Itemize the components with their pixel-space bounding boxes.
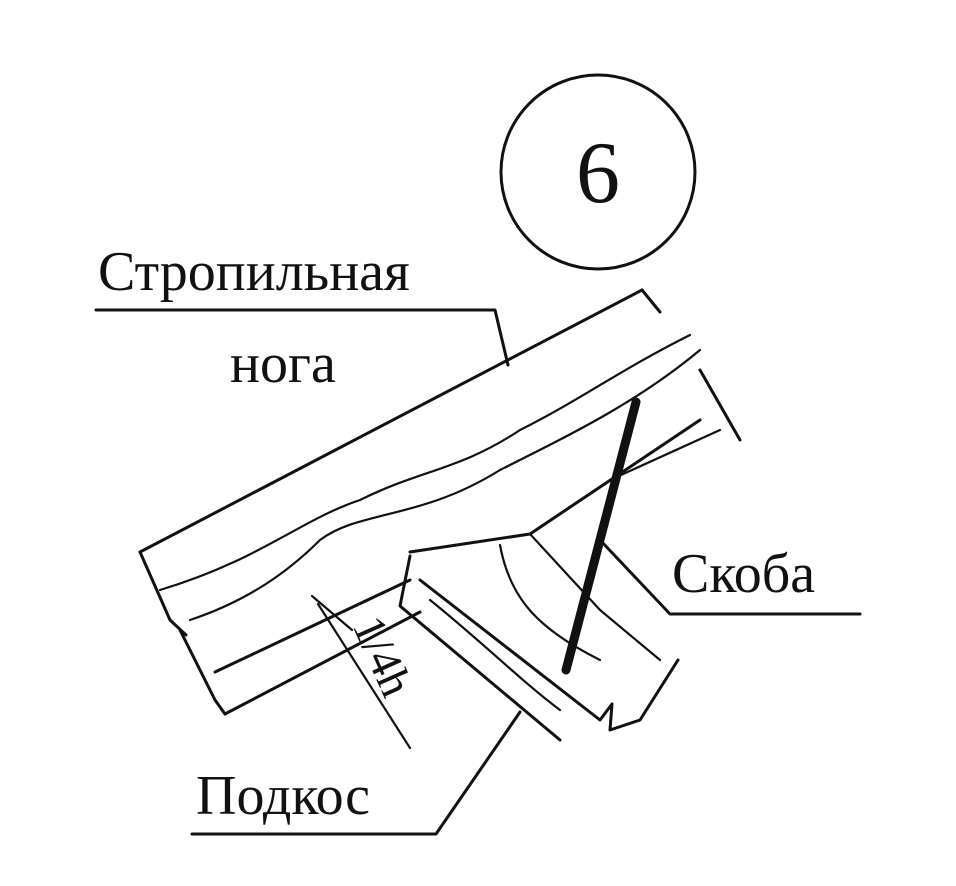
staple-leader-line	[598, 538, 862, 616]
dimension-extension-line	[316, 602, 412, 750]
rafter-right-cut	[698, 368, 742, 442]
rafter-bottom-edge-left	[213, 578, 412, 674]
strut-inner-edge	[528, 532, 662, 662]
rafter-underside-left	[223, 610, 422, 716]
staple-label: Скоба	[672, 543, 815, 605]
rafter-grain-line-2	[188, 348, 702, 622]
strut-left-edge	[398, 554, 562, 742]
dimension-label: 1/4h	[343, 608, 423, 703]
rafter-label-line1: Стропильная	[98, 241, 410, 303]
rafter-top-edge	[138, 288, 644, 554]
rafter-callout: Стропильная нога	[94, 241, 510, 395]
rafter-board	[138, 288, 742, 716]
staple	[561, 397, 641, 675]
strut-right-edge	[418, 578, 680, 732]
strut-leader-line	[190, 710, 522, 836]
rafter-left-end	[138, 550, 188, 637]
dimension-tick	[310, 594, 354, 632]
strut-callout: Подкос	[190, 710, 522, 836]
strut-board	[398, 532, 680, 742]
strut-label: Подкос	[196, 765, 370, 827]
strut-grain-line-1	[498, 543, 602, 662]
rafter-grain-line-3	[528, 428, 722, 536]
staple-rod	[561, 397, 641, 675]
rafter-bottom-left-edge	[178, 628, 227, 716]
rafter-label-line2: нога	[230, 333, 336, 395]
rafter-right-end	[640, 288, 662, 314]
badge-number: 6	[576, 125, 620, 222]
rafter-bottom-edge-right	[408, 418, 702, 554]
staple-callout: Скоба	[598, 538, 862, 616]
rafter-leader-line	[94, 308, 510, 367]
rafter-grain-line-1	[158, 333, 692, 592]
badge-circle	[499, 73, 697, 271]
detail-number-badge: 6	[499, 73, 697, 271]
strut-grain-line-2	[428, 598, 562, 712]
